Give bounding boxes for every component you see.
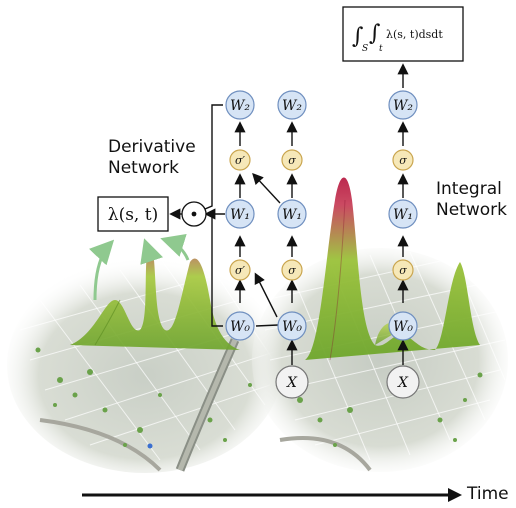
integral-node-label-3: σ xyxy=(399,264,407,277)
integral-sign-space: ∫ xyxy=(352,24,364,49)
integral-body: λ(s, t)dsdt xyxy=(386,28,443,41)
integral-node-label-0: W₂ xyxy=(393,98,413,114)
derivative-node-label-4: W₀ xyxy=(230,319,250,335)
product-node xyxy=(181,201,207,227)
left-terrain-map xyxy=(7,245,283,473)
integral-node-label-5: X xyxy=(397,375,409,391)
derivative-node-label-3: σ′ xyxy=(235,264,246,277)
middle-node-3: σ xyxy=(281,259,303,281)
integral-node-2: W₁ xyxy=(388,199,418,229)
middle-node-label-2: W₁ xyxy=(282,207,302,223)
integral-node-4: W₀ xyxy=(388,311,418,341)
peak-to-lambda-arrows xyxy=(88,233,190,301)
middle-node-4: W₀ xyxy=(277,311,307,341)
lambda-box-label: λ(s, t) xyxy=(108,205,158,225)
integral-node-1: σ xyxy=(392,149,414,171)
integral-network-label: Integral Network xyxy=(436,179,507,221)
derivative-network-label: Derivative Network xyxy=(108,137,196,179)
middle-node-1: σ xyxy=(281,149,303,171)
derivative-node-label-0: W₂ xyxy=(230,98,250,114)
integral-node-label-2: W₁ xyxy=(393,207,413,223)
network-connectors xyxy=(169,63,409,365)
integral-output-box: ∫ S ∫ t λ(s, t)dsdt xyxy=(342,6,464,62)
integral-node-3: σ xyxy=(392,259,414,281)
derivative-node-1: σ′ xyxy=(229,149,251,171)
integral-label-line2: Network xyxy=(436,200,507,220)
derivative-node-4: W₀ xyxy=(225,311,255,341)
middle-node-label-0: W₂ xyxy=(282,98,302,114)
integral-node-label-1: σ xyxy=(399,154,407,167)
derivative-node-2: W₁ xyxy=(225,199,255,229)
middle-node-label-3: σ xyxy=(288,264,296,277)
integral-node-label-4: W₀ xyxy=(393,319,413,335)
time-axis-label: Time xyxy=(467,484,509,504)
derivative-label-line2: Network xyxy=(108,158,179,178)
integral-node-0: W₂ xyxy=(388,90,418,120)
derivative-node-3: σ′ xyxy=(229,259,251,281)
integral-sub-space: S xyxy=(362,44,368,54)
middle-node-label-5: X xyxy=(286,375,298,391)
middle-node-5: X xyxy=(275,365,309,399)
middle-node-label-4: W₀ xyxy=(282,319,302,335)
derivative-label-line1: Derivative xyxy=(108,137,196,157)
middle-node-2: W₁ xyxy=(277,199,307,229)
integral-sub-time: t xyxy=(379,44,383,54)
time-arrowhead xyxy=(448,488,462,502)
derivative-node-label-2: W₁ xyxy=(230,207,250,223)
lambda-output-box: λ(s, t) xyxy=(97,196,169,232)
derivative-node-0: W₂ xyxy=(225,90,255,120)
integral-node-5: X xyxy=(386,365,420,399)
integral-label-line1: Integral xyxy=(436,179,502,199)
derivative-node-label-1: σ′ xyxy=(235,154,246,167)
middle-node-0: W₂ xyxy=(277,90,307,120)
integral-sign-time: ∫ xyxy=(369,21,381,46)
middle-node-label-1: σ xyxy=(288,154,296,167)
